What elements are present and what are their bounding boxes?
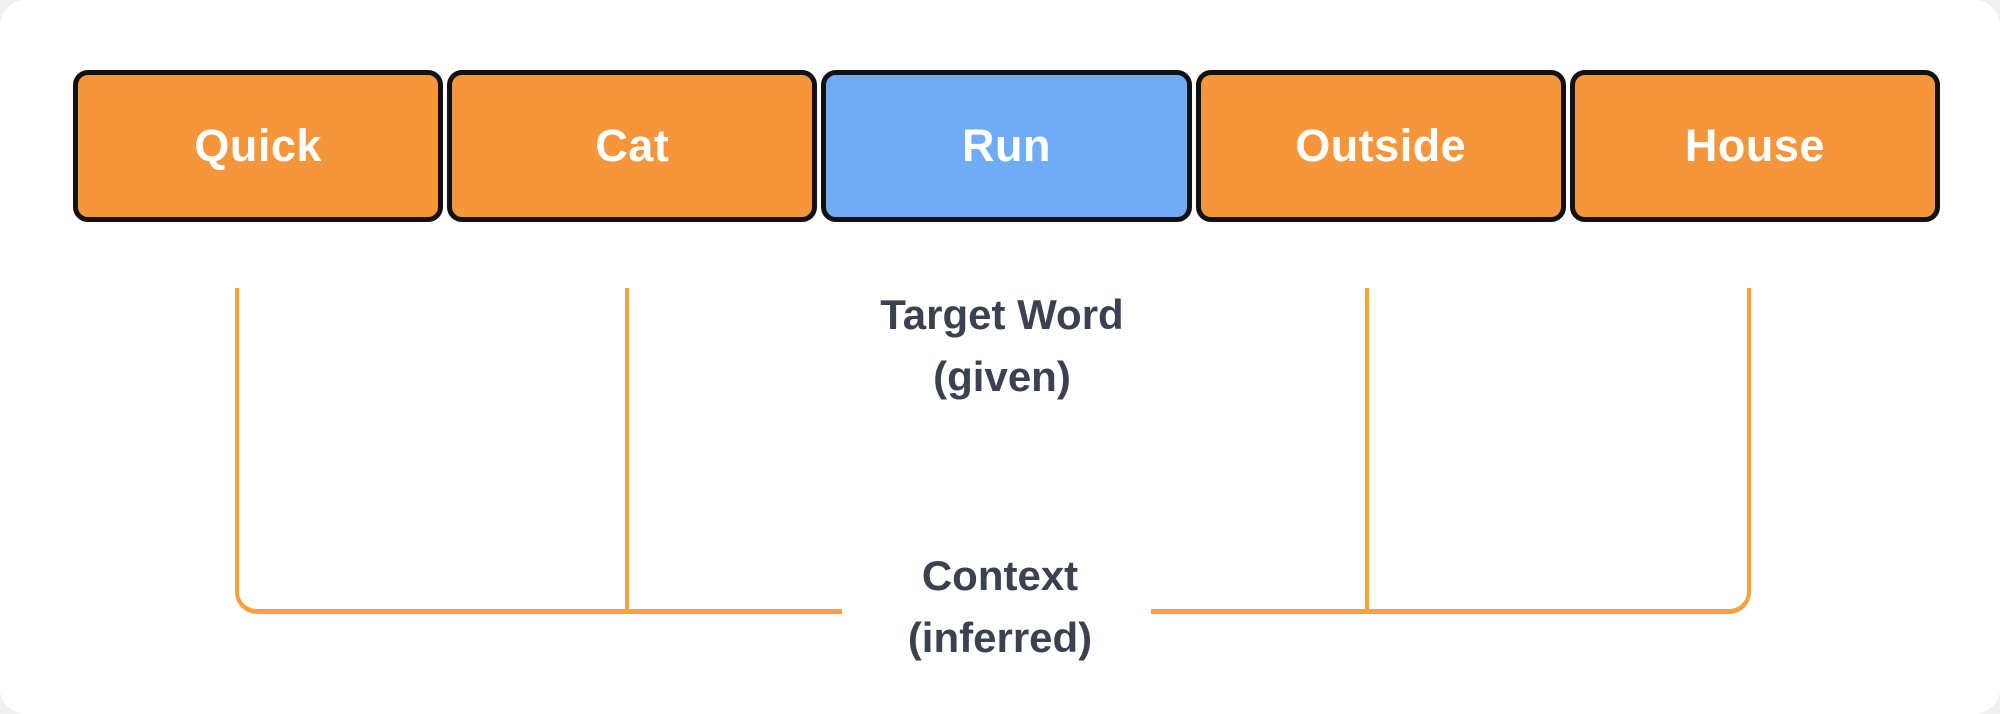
context-label: Context (inferred) [750, 545, 1250, 669]
word-box-outside: Outside [1195, 70, 1566, 222]
outside-context-connector-line [1365, 288, 1369, 610]
sentence-word-row: Quick Cat Run Outside House [73, 70, 1941, 222]
word-box-cat: Cat [447, 70, 818, 222]
word-box-house: House [1569, 70, 1941, 222]
context-label-line2: (inferred) [907, 614, 1093, 661]
word-label-run: Run [962, 120, 1051, 171]
word-box-run-target: Run [821, 70, 1192, 222]
word-label-quick: Quick [194, 120, 322, 171]
right-context-bracket [1151, 288, 1751, 614]
target-word-label: Target Word (given) [752, 284, 1252, 408]
word-label-outside: Outside [1295, 120, 1467, 171]
target-word-label-line1: Target Word [880, 291, 1124, 338]
left-context-bracket [235, 288, 842, 614]
word-box-quick: Quick [73, 70, 444, 222]
context-label-line1: Context [921, 552, 1079, 599]
word-label-cat: Cat [595, 120, 670, 171]
word-label-house: House [1684, 120, 1825, 171]
cat-context-connector-line [625, 288, 629, 610]
target-word-label-line2: (given) [933, 353, 1071, 400]
